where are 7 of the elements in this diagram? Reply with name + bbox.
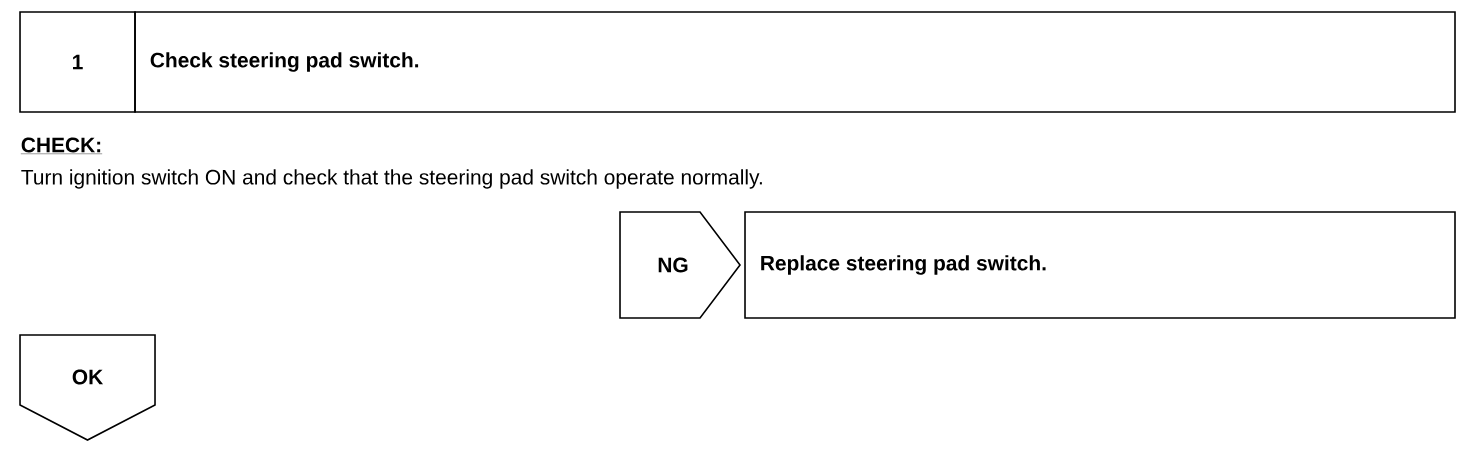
- step-number-box: 1: [19, 11, 136, 113]
- check-heading: CHECK:: [20, 137, 103, 154]
- instruction-text: Turn ignition switch ON and check that the steering pad switch operate normally.: [21, 169, 762, 189]
- step-box: Check steering pad switch.: [134, 11, 1456, 113]
- result-chevron: OK: [19, 334, 156, 441]
- action-box: Replace steering pad switch.: [744, 211, 1456, 319]
- result-chevron: NG: [619, 211, 741, 319]
